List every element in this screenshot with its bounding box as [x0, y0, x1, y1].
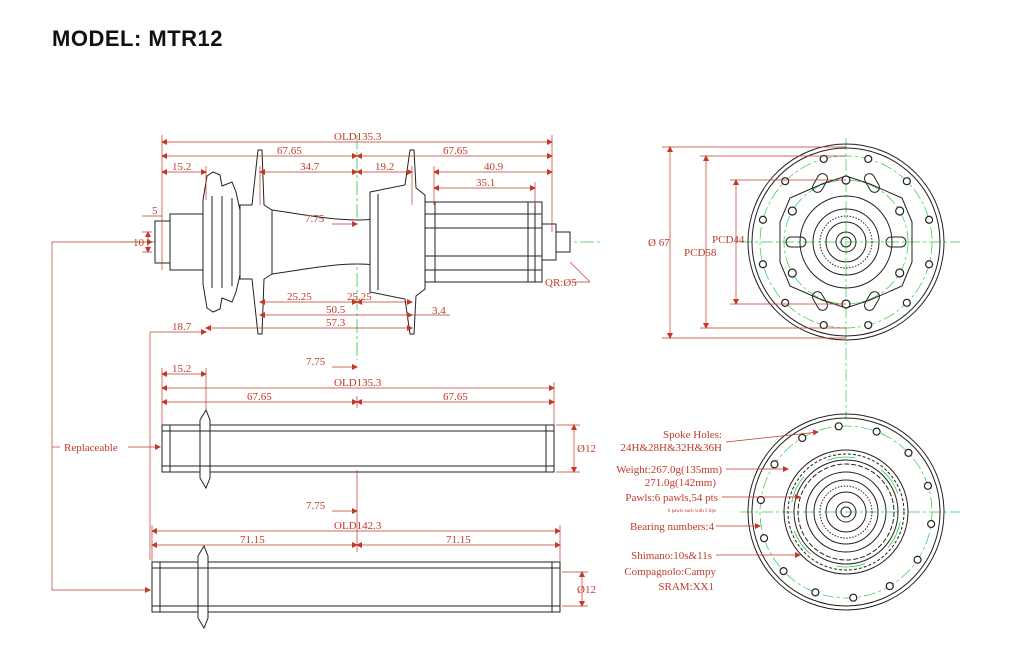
spoke-hole	[834, 422, 843, 431]
spoke-hole	[927, 519, 936, 529]
replaceable-label: Replaceable	[64, 442, 118, 454]
model-title: MODEL: MTR12	[52, 26, 223, 51]
weight-142: 271.0g(142mm)	[645, 477, 717, 489]
pawl-arc	[793, 530, 811, 555]
side-view-dimensions	[142, 135, 591, 560]
dim-35-1: 35.1	[476, 177, 495, 189]
pawls-label: Pawls:6 pawls,54 pts	[625, 492, 718, 504]
weight-135: Weight:267.0g(135mm)	[616, 464, 722, 476]
spoke-hole	[864, 320, 873, 330]
spec-labels: Spoke Holes: 24H&28H&32H&36H Weight:267.…	[616, 429, 722, 593]
end-view-labels: Ø 67 PCD44 PCD58	[648, 234, 745, 259]
spoke-hole	[902, 177, 911, 186]
shimano-label: Shimano:10s&11s	[631, 550, 712, 562]
spoke-hole	[770, 460, 779, 469]
spoke-hole	[759, 534, 769, 543]
rotor-bolt-hole	[895, 206, 905, 216]
pawl-arc	[881, 469, 899, 494]
pawl-arc	[827, 456, 856, 461]
spec-leaders	[716, 429, 819, 558]
bearings-label: Bearing numbers:4	[630, 521, 715, 533]
old-135-label: OLD135.3	[334, 131, 382, 143]
axle142-right: 71.15	[446, 534, 471, 546]
rotor-bolt-hole	[895, 268, 905, 278]
rotor-bolt-hole	[787, 206, 797, 216]
spoke-holes-label: Spoke Holes:	[663, 429, 722, 441]
end-dia-67: Ø 67	[648, 237, 670, 249]
axle-142-dimensions	[151, 470, 588, 607]
pawl-arc	[836, 563, 865, 568]
spoke-hole	[758, 215, 768, 224]
spoke-hole	[904, 448, 913, 457]
pawls-note: 6 pawls each with 3 tips	[668, 509, 716, 514]
spoke-hole	[885, 581, 894, 591]
axle-142-labels: 7.75 OLD142.3 71.15 71.15 Ø12	[240, 500, 596, 596]
spoke-hole	[864, 154, 873, 164]
dim-18-7: 18.7	[172, 321, 192, 333]
spoke-hole	[924, 215, 934, 224]
dim-67-65-left: 67.65	[277, 145, 302, 157]
axle135-old: OLD135.3	[334, 377, 382, 389]
spoke-hole	[811, 588, 820, 597]
spoke-hole	[779, 567, 788, 576]
spoke-hole	[819, 320, 828, 330]
pcd58-label: PCD58	[684, 247, 717, 259]
sram-label: SRAM:XX1	[658, 581, 714, 593]
dim-7-75: 7.75	[305, 213, 325, 225]
axle-135-dimensions	[161, 368, 580, 473]
spoke-hole	[913, 555, 922, 564]
axle-142-drawing	[151, 544, 561, 630]
spoke-hole	[756, 495, 765, 505]
spoke-hole	[781, 298, 790, 307]
axle142-dim-7-75: 7.75	[306, 500, 326, 512]
dim-67-65-right: 67.65	[443, 145, 468, 157]
pawl-arc	[791, 476, 805, 503]
dim-7-75-b: 7.75	[306, 356, 326, 368]
spoke-hole	[819, 154, 828, 164]
dim-19-2: 19.2	[375, 161, 394, 173]
dim-34-7: 34.7	[300, 161, 320, 173]
dim-25-25-right: 25.25	[347, 291, 372, 303]
dim-50-5: 50.5	[326, 304, 346, 316]
spoke-hole	[924, 260, 934, 269]
side-view-labels: OLD135.3 67.65 67.65 15.2 34.7 19.2 40.9…	[133, 131, 577, 368]
pcd44-label: PCD44	[712, 234, 745, 246]
end-view-dimensions	[662, 146, 846, 339]
dim-57-3: 57.3	[326, 317, 346, 329]
axle135-dim-15-2: 15.2	[172, 363, 191, 375]
replaceable-bracket	[51, 239, 161, 593]
campy-label: Compagnolo:Campy	[624, 566, 716, 578]
axle142-dia: Ø12	[577, 584, 596, 596]
axle-135-labels: 15.2 OLD135.3 67.65 67.65 Ø12	[172, 363, 596, 455]
dim-10: 10	[133, 237, 145, 249]
hub-side-view	[120, 135, 600, 360]
qr-label: QR:Ø5	[545, 277, 577, 289]
axle135-left: 67.65	[247, 391, 272, 403]
dim-25-25-left: 25.25	[287, 291, 312, 303]
spoke-hole	[923, 481, 933, 490]
spoke-hole	[798, 433, 807, 443]
spoke-hole	[872, 427, 881, 436]
axle135-dia: Ø12	[577, 443, 596, 455]
axle142-old: OLD142.3	[334, 520, 382, 532]
spoke-hole	[902, 298, 911, 307]
rotor-bolt-hole	[787, 268, 797, 278]
pawl-arc	[887, 521, 901, 548]
spoke-holes-value: 24H&28H&32H&36H	[621, 442, 723, 454]
dim-5: 5	[152, 205, 158, 217]
hub-freehub-end-view	[740, 413, 960, 611]
axle142-left: 71.15	[240, 534, 265, 546]
spoke-hole	[781, 177, 790, 186]
dim-15-2: 15.2	[172, 161, 191, 173]
spoke-hole	[758, 260, 768, 269]
axle-135-drawing	[161, 408, 555, 490]
axle135-right: 67.65	[443, 391, 468, 403]
dim-3-4: 3.4	[432, 305, 446, 317]
spoke-hole	[849, 593, 858, 602]
dim-40-9: 40.9	[484, 161, 504, 173]
